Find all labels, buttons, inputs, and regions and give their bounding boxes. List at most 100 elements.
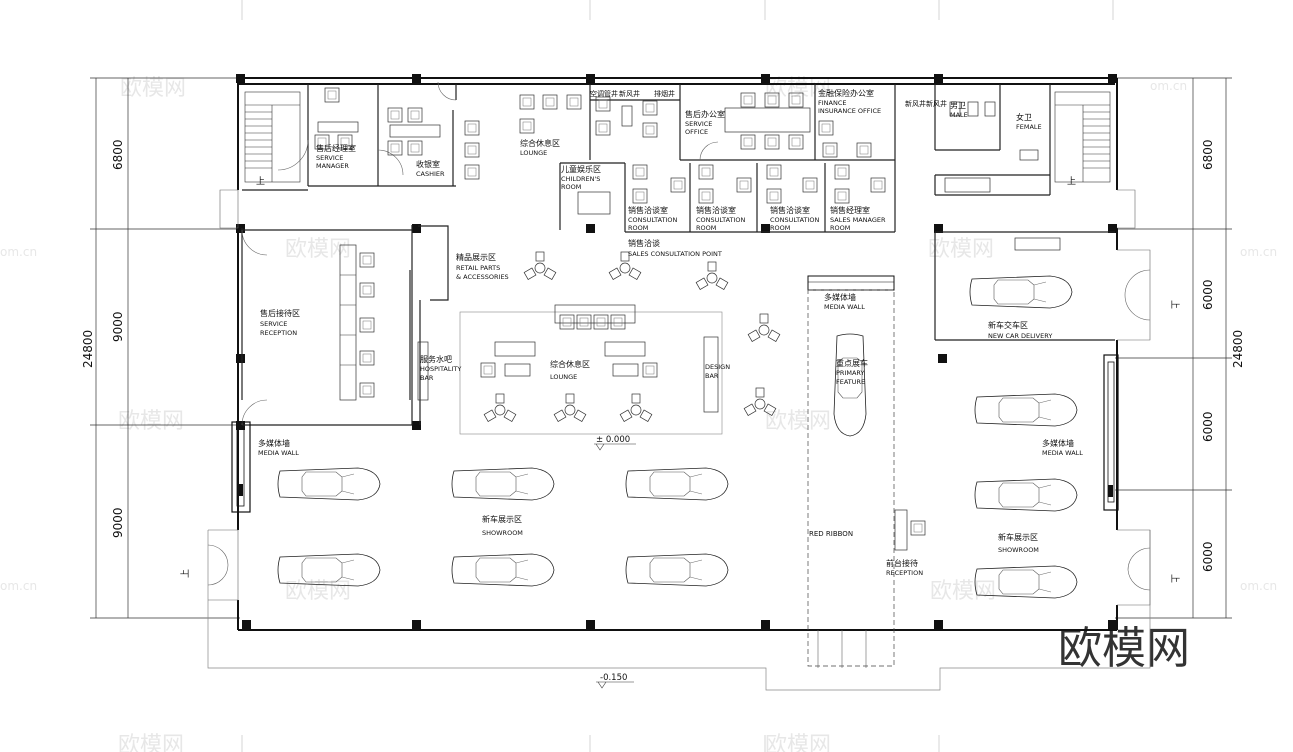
svg-text:6800: 6800 <box>111 139 125 170</box>
svg-text:售后办公室: 售后办公室 <box>685 109 725 119</box>
svg-text:OFFICE: OFFICE <box>685 128 708 136</box>
furniture-offices <box>314 87 1061 251</box>
svg-text:6000: 6000 <box>1201 411 1215 442</box>
svg-text:DESIGN: DESIGN <box>705 363 730 371</box>
structural-columns <box>236 74 1117 629</box>
svg-text:RECEPTION: RECEPTION <box>886 569 923 577</box>
svg-text:欧模网: 欧模网 <box>765 409 831 434</box>
watermark: 欧模网 欧模网 欧模网 欧模网 欧模网 欧模网 欧模网 欧模网 欧模网 欧模网 … <box>0 76 1277 752</box>
svg-text:MEDIA WALL: MEDIA WALL <box>824 303 865 311</box>
svg-text:上: 上 <box>256 176 265 187</box>
svg-text:欧模网: 欧模网 <box>285 237 351 262</box>
brand-logo-watermark: 欧模网 <box>1058 623 1190 674</box>
svg-text:欧模网: 欧模网 <box>928 237 994 262</box>
svg-text:om.cn: om.cn <box>0 579 37 593</box>
svg-text:MALE: MALE <box>950 111 968 119</box>
label-sales-point: 销售洽谈 SALES CONSULTATION POINT <box>628 238 722 258</box>
label-showroom-right: 新车展示区 SHOWROOM <box>998 532 1039 554</box>
svg-text:SALES CONSULTATION POINT: SALES CONSULTATION POINT <box>628 250 722 258</box>
svg-text:INSURANCE OFFICE: INSURANCE OFFICE <box>818 107 881 115</box>
label-equip3: 排烟井 <box>654 89 675 98</box>
label-equip1: 空调管井 <box>590 89 618 98</box>
svg-text:服务水吧: 服务水吧 <box>420 354 452 364</box>
svg-text:& ACCESSORIES: & ACCESSORIES <box>456 273 509 281</box>
label-red-ribbon: RED RIBBON <box>809 530 853 538</box>
label-retail: 精品展示区 RETAIL PARTS& ACCESSORIES <box>456 252 509 281</box>
svg-text:销售洽谈: 销售洽谈 <box>628 238 660 248</box>
svg-text:多媒体墙: 多媒体墙 <box>824 292 856 302</box>
svg-text:RECEPTION: RECEPTION <box>260 329 297 337</box>
level-markers: ± 0.000 -0.150 <box>594 435 636 689</box>
stair-left <box>244 91 301 183</box>
svg-text:SERVICE: SERVICE <box>685 120 712 128</box>
svg-text:销售洽谈室: 销售洽谈室 <box>628 205 668 215</box>
svg-text:CONSULTATION: CONSULTATION <box>628 216 678 224</box>
svg-text:SALES MANAGER: SALES MANAGER <box>830 216 886 224</box>
svg-text:欧模网: 欧模网 <box>120 76 186 101</box>
svg-text:SHOWROOM: SHOWROOM <box>998 546 1039 554</box>
svg-text:RETAIL PARTS: RETAIL PARTS <box>456 264 500 272</box>
interior-walls <box>241 84 1115 426</box>
svg-text:销售经理室: 销售经理室 <box>830 205 870 215</box>
svg-text:男卫: 男卫 <box>950 101 966 110</box>
svg-text:CHILDREN'S: CHILDREN'S <box>561 175 600 183</box>
svg-text:ROOM: ROOM <box>628 224 648 232</box>
show-cars <box>277 275 1078 599</box>
svg-text:6000: 6000 <box>1201 541 1215 572</box>
svg-text:MEDIA WALL: MEDIA WALL <box>258 449 299 457</box>
svg-text:-0.150: -0.150 <box>600 673 627 683</box>
svg-text:SHOWROOM: SHOWROOM <box>482 529 523 537</box>
svg-text:上: 上 <box>180 569 191 578</box>
building-plinth <box>207 530 1151 691</box>
stair-right <box>1054 91 1111 183</box>
svg-text:综合休息区: 综合休息区 <box>520 138 560 148</box>
svg-text:重点展车: 重点展车 <box>836 358 868 368</box>
svg-text:女卫: 女卫 <box>1016 112 1032 122</box>
label-equip2: 新风井 <box>619 89 640 98</box>
svg-text:售后经理室: 售后经理室 <box>316 143 356 153</box>
svg-text:BAR: BAR <box>705 372 719 380</box>
svg-text:欧模网: 欧模网 <box>930 579 996 604</box>
svg-text:CASHIER: CASHIER <box>416 170 445 178</box>
label-equip4: 新风井新风井 <box>905 99 947 108</box>
svg-text:多媒体墙: 多媒体墙 <box>1042 438 1074 448</box>
svg-text:om.cn: om.cn <box>0 245 37 259</box>
furniture-trio-tables <box>483 251 781 422</box>
furniture-service-reception <box>339 244 375 401</box>
svg-text:FINANCE: FINANCE <box>818 99 846 107</box>
svg-text:上: 上 <box>1169 300 1180 309</box>
furniture-center-lounge <box>417 304 723 435</box>
svg-text:NEW CAR DELIVERY: NEW CAR DELIVERY <box>988 332 1052 340</box>
svg-text:精品展示区: 精品展示区 <box>456 252 496 262</box>
svg-text:ROOM: ROOM <box>830 224 850 232</box>
svg-text:上: 上 <box>1169 574 1180 583</box>
svg-text:CONSULTATION: CONSULTATION <box>770 216 820 224</box>
svg-text:CONSULTATION: CONSULTATION <box>696 216 746 224</box>
svg-text:多媒体墙: 多媒体墙 <box>258 438 290 448</box>
svg-text:销售洽谈室: 销售洽谈室 <box>696 205 736 215</box>
svg-text:BAR: BAR <box>420 374 434 382</box>
svg-text:LOUNGE: LOUNGE <box>520 149 547 157</box>
svg-text:om.cn: om.cn <box>1240 245 1277 259</box>
svg-text:新车展示区: 新车展示区 <box>998 532 1038 542</box>
svg-text:综合休息区: 综合休息区 <box>550 359 590 369</box>
